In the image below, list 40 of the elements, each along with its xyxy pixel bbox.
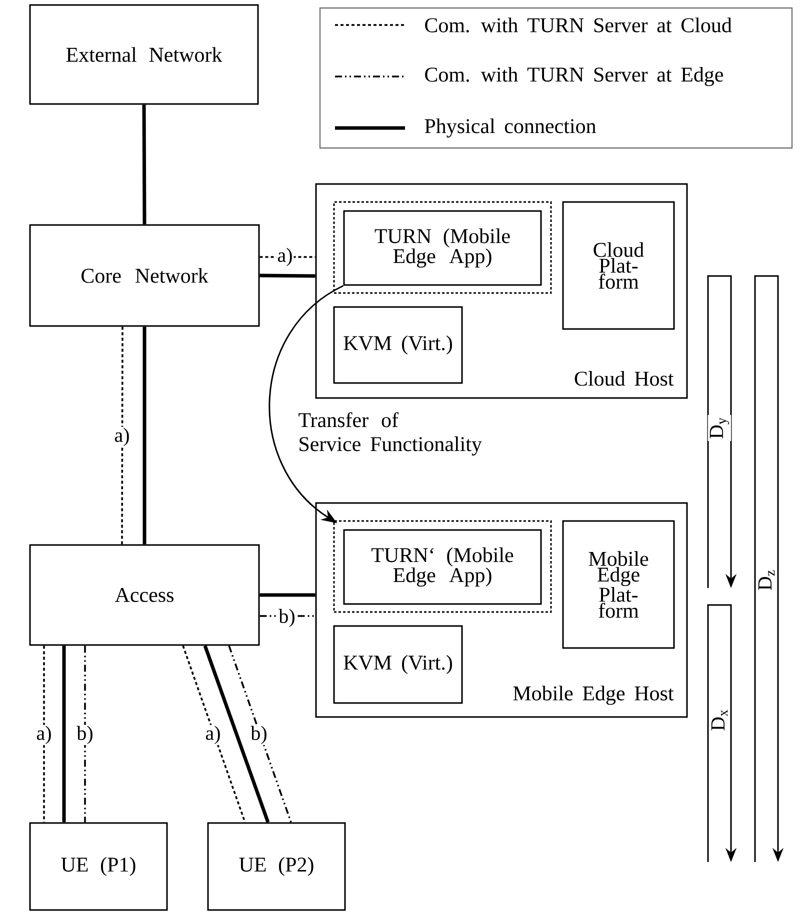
platform-box: Mobile Edge Plat- form [562, 520, 675, 649]
physical-link [142, 326, 146, 544]
platform-box: Cloud Plat- form [562, 201, 675, 330]
dotted-frame [333, 201, 552, 294]
edge-label: a) [276, 246, 294, 268]
legend-text: Com. with TURN Server at Cloud [425, 18, 732, 32]
dotted-frame [333, 520, 552, 613]
edge-link [228, 645, 292, 823]
cloud-link [260, 256, 316, 258]
cloud-link [182, 645, 246, 823]
legend-text: Physical connection [424, 118, 596, 138]
edge-label: b) [76, 724, 94, 746]
app-box: TURN‘ (Mobile Edge App) [343, 529, 542, 605]
edge-link [260, 615, 316, 617]
physical-link [203, 645, 270, 823]
network-box: Access [29, 544, 260, 646]
cloud-link [121, 326, 124, 544]
component-box: KVM (Virt.) [333, 625, 463, 704]
network-box: UE (P1) [29, 822, 168, 911]
legend-text: Com. with TURN Server at Edge [425, 66, 724, 86]
app-box: TURN (Mobile Edge App) [343, 210, 542, 286]
cloud-link [43, 646, 45, 822]
network-box: External Network [29, 4, 259, 105]
network-box: UE (P2) [207, 822, 346, 911]
physical-link [62, 646, 66, 822]
edge-label: b) [250, 724, 268, 746]
physical-link [142, 104, 146, 224]
network-box: Core Network [29, 224, 260, 327]
dimension-label: D$_{y}$ [708, 415, 732, 441]
physical-link [260, 593, 316, 597]
edge-label: b) [278, 608, 296, 628]
edge-label: Transfer of Service Functionality [298, 412, 482, 456]
dimension-label: D$_{z}$ [756, 567, 777, 593]
edge-link [84, 646, 86, 822]
edge-label: a) [113, 426, 131, 448]
physical-link [260, 274, 316, 278]
edge-label: a) [204, 724, 222, 746]
component-box: KVM (Virt.) [333, 306, 463, 384]
edge-label: a) [35, 724, 53, 746]
dimension-label: D$_{x}$ [709, 707, 730, 733]
